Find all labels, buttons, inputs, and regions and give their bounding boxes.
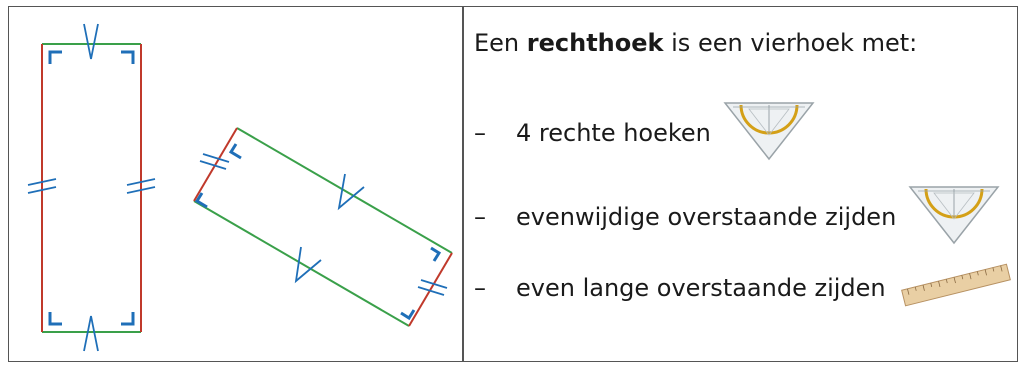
parallel-arrows [83, 23, 99, 352]
column-divider [462, 6, 464, 362]
property-text: evenwijdige overstaande zijden [516, 203, 897, 231]
ruler-icon [898, 261, 1014, 315]
right-angle-marks [48, 50, 135, 326]
card-frame [8, 6, 1018, 362]
property-dash: – [474, 274, 486, 302]
definition-suffix: is een vierhoek met: [671, 29, 918, 57]
property-dash: – [474, 203, 486, 231]
tilted-rectangle [193, 127, 453, 327]
rectangles-figure [9, 7, 461, 361]
lower-long-side [193, 200, 410, 327]
property-item: – even lange overstaande zijden [474, 261, 1014, 315]
definition-prefix: Een [474, 29, 520, 57]
property-item: – 4 rechte hoeken [474, 99, 815, 167]
tilted-equal-ticks [199, 153, 448, 296]
right-short-side [408, 252, 453, 327]
rectangles-svg [27, 23, 453, 352]
equal-ticks [27, 178, 156, 194]
geodriehoek-icon [908, 183, 1000, 251]
geodriehoek-icon [723, 99, 815, 167]
definition-panel: Een rechthoek is een vierhoek met: – 4 r… [464, 7, 1016, 361]
property-item: – evenwijdige overstaande zijden [474, 183, 1000, 251]
upright-rectangle [27, 23, 156, 352]
property-dash: – [474, 119, 486, 147]
property-text: 4 rechte hoeken [516, 119, 711, 147]
upper-long-side [236, 127, 453, 254]
left-short-side [193, 127, 238, 202]
tilted-parallel-arrows [294, 173, 365, 284]
tilted-right-angle-marks [194, 143, 442, 321]
definition-heading: Een rechthoek is een vierhoek met: [474, 29, 917, 57]
definition-term: rechthoek [526, 29, 664, 57]
property-text: even lange overstaande zijden [516, 274, 886, 302]
